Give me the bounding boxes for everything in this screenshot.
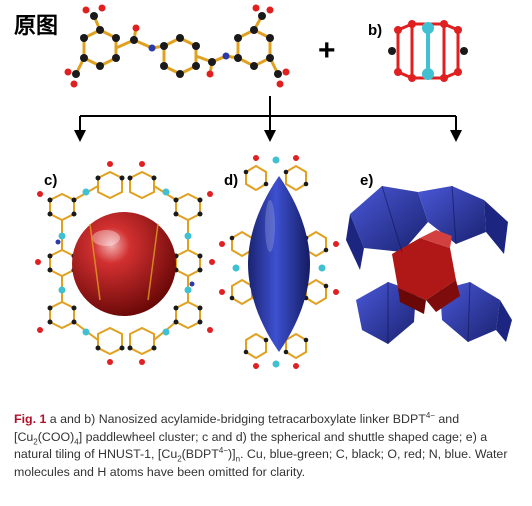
linker-molecule [64,4,290,88]
paddlewheel-cluster [388,20,468,82]
header-tag: 原图 [14,13,59,39]
figure-number: Fig. 1 [14,412,47,426]
panel-label-d: d) [224,172,239,189]
panel-label-e: e) [360,172,374,189]
caption-text-6: )] [227,447,236,461]
figure-caption: Fig. 1 a and b) Nanosized acylamide-brid… [14,411,522,481]
spherical-cage [35,161,215,365]
caption-sup-2: 4− [218,445,228,455]
caption-sup-1: 4− [425,410,435,420]
figure-graphic: + [35,4,512,369]
caption-text-3: (COO) [37,429,75,444]
shuttle-cage [219,155,339,369]
caption-sub-4: n [235,454,241,464]
panel-label-b: b) [368,22,383,39]
caption-text-7: . Cu, blue-green; C, black; O, red; N, b… [14,447,508,479]
caption-sub-2: 4 [74,436,79,446]
caption-text-4: ] paddlewheel cluster; c and d) the sphe… [14,429,488,462]
panel-label-c: c) [44,172,58,189]
caption-sub-1: 2 [33,436,38,446]
caption-text-2: and [Cu [14,412,460,444]
figure-1: 原图 [14,4,512,369]
caption-text-5: (BDPT [181,447,219,461]
arrow-heads [74,130,462,142]
natural-tiling [346,185,512,344]
plus-sign: + [318,34,336,67]
caption-text-1: a and b) Nanosized acylamide-bridging te… [46,412,426,426]
branch-arrows [79,96,457,132]
caption-sub-3: 2 [177,454,182,464]
